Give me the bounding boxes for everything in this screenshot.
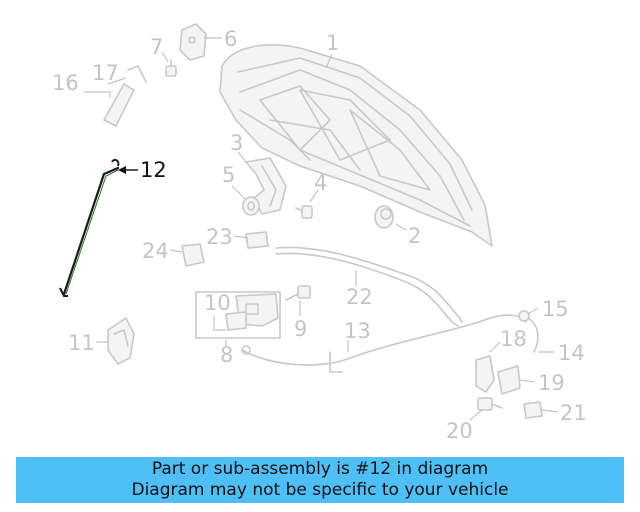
leader-lines xyxy=(84,37,559,421)
callout-1: 1 xyxy=(326,31,339,55)
latch-bracket-6[interactable] xyxy=(179,23,207,61)
bracket-11[interactable] xyxy=(107,317,135,365)
callout-23: 23 xyxy=(206,225,233,249)
hood-support-rod[interactable] xyxy=(59,158,120,297)
parts-diagram: 1 2 3 4 5 6 7 8 9 10 11 12 13 14 15 16 1… xyxy=(52,23,587,443)
callout-labels: 1 2 3 4 5 6 7 8 9 10 11 12 13 14 15 16 1… xyxy=(52,27,587,443)
release-cable[interactable] xyxy=(241,314,527,373)
notice-line-2: Diagram may not be specific to your vehi… xyxy=(131,480,509,500)
hood-bumper[interactable] xyxy=(374,205,394,229)
clip-16-17[interactable] xyxy=(103,65,147,127)
callout-9: 9 xyxy=(294,317,307,341)
cable-end-14-15[interactable] xyxy=(518,310,539,353)
callout-15: 15 xyxy=(542,297,569,321)
callout-13: 13 xyxy=(344,319,371,343)
hinge-bolt-4[interactable] xyxy=(295,205,313,219)
callout-11: 11 xyxy=(68,331,95,355)
callout-16: 16 xyxy=(52,71,79,95)
hood-seal[interactable] xyxy=(275,246,463,327)
clip-24[interactable] xyxy=(181,243,205,267)
part-notice-banner: Part or sub-assembly is #12 in diagram D… xyxy=(16,457,624,503)
callout-3: 3 xyxy=(230,131,243,155)
callout-14: 14 xyxy=(558,341,585,365)
callout-17: 17 xyxy=(92,61,119,85)
release-handle[interactable] xyxy=(475,355,495,393)
callout-7: 7 xyxy=(150,35,163,59)
latch-bolt-9[interactable] xyxy=(285,285,311,301)
clip-21[interactable] xyxy=(523,401,543,419)
callout-4: 4 xyxy=(314,171,327,195)
callout-12: 12 xyxy=(140,158,167,182)
handle-bracket[interactable] xyxy=(497,365,521,395)
callout-22: 22 xyxy=(346,285,373,309)
callout-18: 18 xyxy=(500,327,527,351)
callout-8: 8 xyxy=(220,343,233,367)
callout-21: 21 xyxy=(560,401,587,425)
latch-assembly[interactable] xyxy=(195,291,281,339)
callout-5: 5 xyxy=(222,163,235,187)
callout-24: 24 xyxy=(142,239,169,263)
callout-2: 2 xyxy=(408,224,421,248)
notice-line-1: Part or sub-assembly is #12 in diagram xyxy=(151,459,489,479)
hood-panel[interactable] xyxy=(219,44,493,247)
callout-10: 10 xyxy=(204,291,231,315)
screw-7[interactable] xyxy=(165,59,177,77)
screw-20[interactable] xyxy=(477,397,503,411)
callout-6: 6 xyxy=(224,27,237,51)
clip-23[interactable] xyxy=(245,231,269,249)
callout-19: 19 xyxy=(538,371,565,395)
hinge-nut-5[interactable] xyxy=(242,196,260,216)
callout-20: 20 xyxy=(446,419,473,443)
